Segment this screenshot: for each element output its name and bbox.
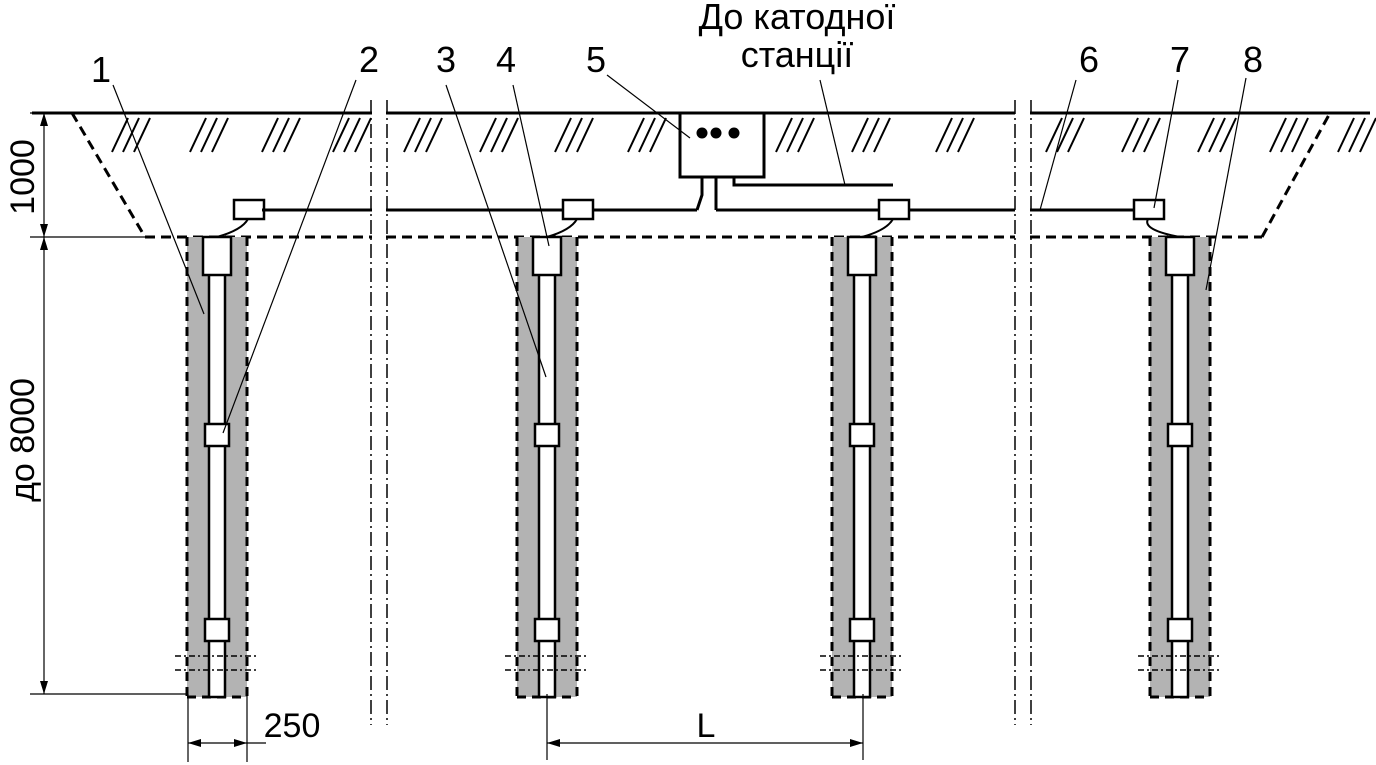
soil-hatch-stroke xyxy=(1143,117,1161,153)
anode-coupling xyxy=(203,422,231,448)
anode-coupling xyxy=(848,617,876,643)
anode-head xyxy=(531,235,563,277)
callout-5: 5 xyxy=(586,39,606,80)
anode-group xyxy=(175,198,266,699)
soil-hatch-stroke xyxy=(554,117,572,153)
soil-hatch-stroke xyxy=(122,117,140,153)
connector-box xyxy=(561,198,595,221)
soil-hatch-stroke xyxy=(414,117,432,153)
soil-hatch-stroke xyxy=(1208,117,1226,153)
soil-hatch-stroke xyxy=(283,117,301,153)
callout-2: 2 xyxy=(359,39,379,80)
soil-hatch-stroke xyxy=(638,117,656,153)
soil-hatch-stroke xyxy=(851,117,869,153)
soil-hatch-stroke xyxy=(862,117,880,153)
callout-1: 1 xyxy=(91,49,111,90)
soil-hatch-stroke xyxy=(1269,117,1287,153)
lead-wire xyxy=(1146,218,1181,238)
soil-hatch-stroke xyxy=(133,117,151,153)
dimension-arrows xyxy=(40,113,863,747)
terminal-3 xyxy=(728,127,740,139)
junction-box xyxy=(678,111,766,179)
soil-hatch-stroke xyxy=(1132,117,1150,153)
anode-group xyxy=(505,198,595,699)
terminal-1 xyxy=(696,127,708,139)
soil-hatch-stroke xyxy=(1219,117,1237,153)
soil-hatch-stroke xyxy=(1291,117,1309,153)
anode-coupling xyxy=(203,617,231,643)
callout-4: 4 xyxy=(496,39,516,80)
soil-hatch-stroke xyxy=(261,117,279,153)
lead-wire xyxy=(861,218,894,238)
soil-hatch-stroke xyxy=(1359,117,1376,153)
soil-hatch-stroke xyxy=(946,117,964,153)
connector-box xyxy=(877,198,911,221)
soil-hatch-stroke xyxy=(873,117,891,153)
lead-wire xyxy=(216,218,249,238)
soil-hatching xyxy=(111,117,1376,153)
anode-head xyxy=(846,235,878,277)
soil-hatch-stroke xyxy=(775,117,793,153)
soil-hatch-stroke xyxy=(1197,117,1215,153)
soil-hatch-stroke xyxy=(797,117,815,153)
soil-hatch-stroke xyxy=(565,117,583,153)
soil-hatch-stroke xyxy=(425,117,443,153)
soil-hatch-stroke xyxy=(627,117,645,153)
soil-hatch-stroke xyxy=(343,117,361,153)
depth-main-label: до 8000 xyxy=(4,378,42,502)
soil-hatch-stroke xyxy=(111,117,129,153)
station-label-line1: До катодної xyxy=(699,0,896,37)
soil-hatch-stroke xyxy=(1348,117,1366,153)
lead-wire xyxy=(546,218,578,238)
width-label: 250 xyxy=(264,707,321,745)
soil-hatch-stroke xyxy=(272,117,290,153)
leader-lines xyxy=(112,74,1247,434)
soil-hatch-stroke xyxy=(189,117,207,153)
connector-box xyxy=(1132,198,1166,221)
soil-hatch-stroke xyxy=(479,117,497,153)
soil-hatch-stroke xyxy=(957,117,975,153)
soil-hatch-stroke xyxy=(1337,117,1355,153)
soil-hatch-stroke xyxy=(1280,117,1298,153)
soil-hatch-stroke xyxy=(200,117,218,153)
anode-coupling xyxy=(1166,422,1194,448)
soil-hatch-stroke xyxy=(935,117,953,153)
anode-head xyxy=(1164,235,1196,277)
soil-hatch-stroke xyxy=(354,117,372,153)
anode-coupling xyxy=(533,422,561,448)
soil-hatch-stroke xyxy=(576,117,594,153)
soil-hatch-stroke xyxy=(1056,117,1074,153)
spacing-label: L xyxy=(697,707,716,745)
connector-box xyxy=(232,198,266,221)
break-lines xyxy=(370,100,1032,725)
anode-head xyxy=(201,235,233,277)
main-cable xyxy=(262,133,1134,212)
depth-top-label: 1000 xyxy=(4,139,42,215)
anode-coupling xyxy=(533,617,561,643)
anode-groups xyxy=(175,198,1220,699)
anode-group xyxy=(820,198,911,699)
callout-8: 8 xyxy=(1243,39,1263,80)
soil-hatch-stroke xyxy=(1121,117,1139,153)
callout-3: 3 xyxy=(436,39,456,80)
soil-hatch-stroke xyxy=(332,117,350,153)
callout-6: 6 xyxy=(1079,39,1099,80)
soil-hatch-stroke xyxy=(649,117,667,153)
soil-hatch-stroke xyxy=(403,117,421,153)
soil-hatch-stroke xyxy=(490,117,508,153)
trench-outline xyxy=(70,112,1332,239)
anode-coupling xyxy=(848,422,876,448)
anode-coupling xyxy=(1166,617,1194,643)
callout-7: 7 xyxy=(1170,39,1190,80)
soil-hatch-stroke xyxy=(211,117,229,153)
station-label-line2: станції xyxy=(741,34,854,75)
soil-hatch-stroke xyxy=(1067,117,1085,153)
soil-hatch-stroke xyxy=(1045,117,1063,153)
soil-hatch-stroke xyxy=(501,117,519,153)
terminal-2 xyxy=(710,127,722,139)
anode-group xyxy=(1132,198,1220,699)
soil-hatch-stroke xyxy=(786,117,804,153)
